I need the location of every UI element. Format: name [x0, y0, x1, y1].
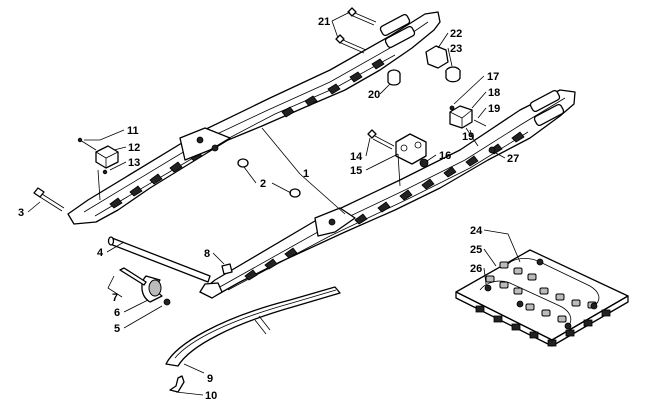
callout-11: 11: [127, 125, 139, 137]
callout-9: 9: [207, 373, 213, 385]
callout-8: 8: [204, 248, 210, 260]
callout-16: 16: [439, 150, 451, 162]
spacer-8: [221, 263, 233, 275]
rail-lower: [199, 89, 576, 299]
callout-17: 17: [487, 71, 499, 83]
callout-15: 15: [350, 165, 362, 177]
spacer-lower: [289, 188, 301, 198]
callout-2: 2: [260, 178, 266, 190]
callout-18: 18: [488, 87, 500, 99]
bracket-18: [449, 105, 487, 147]
callout-6: 6: [114, 307, 120, 319]
rail-upper: [67, 11, 441, 225]
block-12: [77, 137, 119, 175]
callout-24: 24: [470, 225, 483, 237]
callout-26: 26: [470, 263, 482, 275]
callout-4: 4: [97, 247, 104, 259]
callout-5: 5: [114, 323, 120, 335]
wear-strip-9: [165, 286, 341, 367]
callout-13: 13: [128, 157, 140, 169]
stud-27: [488, 146, 496, 154]
clamp-6: [119, 267, 171, 306]
track-section: [455, 249, 629, 347]
bumper-22: [425, 45, 461, 83]
bracket-15: [367, 129, 429, 168]
bolts-21: [335, 7, 377, 54]
callout-7: 7: [112, 292, 118, 304]
sleeve-20: [387, 69, 401, 86]
callout-20: 20: [368, 89, 380, 101]
callout-10: 10: [205, 390, 217, 402]
spacer-upper: [237, 158, 249, 168]
bolt-3: [33, 187, 65, 212]
callout-labels: 1 2 3 4 5 6 7 8 9 10 11 12 13 14 15 16 1…: [18, 16, 519, 402]
callout-19a: 19: [488, 103, 500, 115]
cross-shaft: [107, 236, 211, 283]
callout-1: 1: [303, 168, 309, 180]
leader-lines: [27, 11, 521, 396]
callout-12: 12: [128, 142, 140, 154]
callout-22: 22: [450, 28, 462, 40]
callout-14: 14: [350, 151, 363, 163]
callout-25: 25: [470, 244, 482, 256]
callout-21: 21: [318, 16, 330, 28]
callout-19b: 19: [462, 131, 474, 143]
callout-27: 27: [507, 153, 519, 165]
callout-3: 3: [18, 207, 24, 219]
callout-23: 23: [450, 43, 462, 55]
bolt-10: [169, 375, 185, 393]
